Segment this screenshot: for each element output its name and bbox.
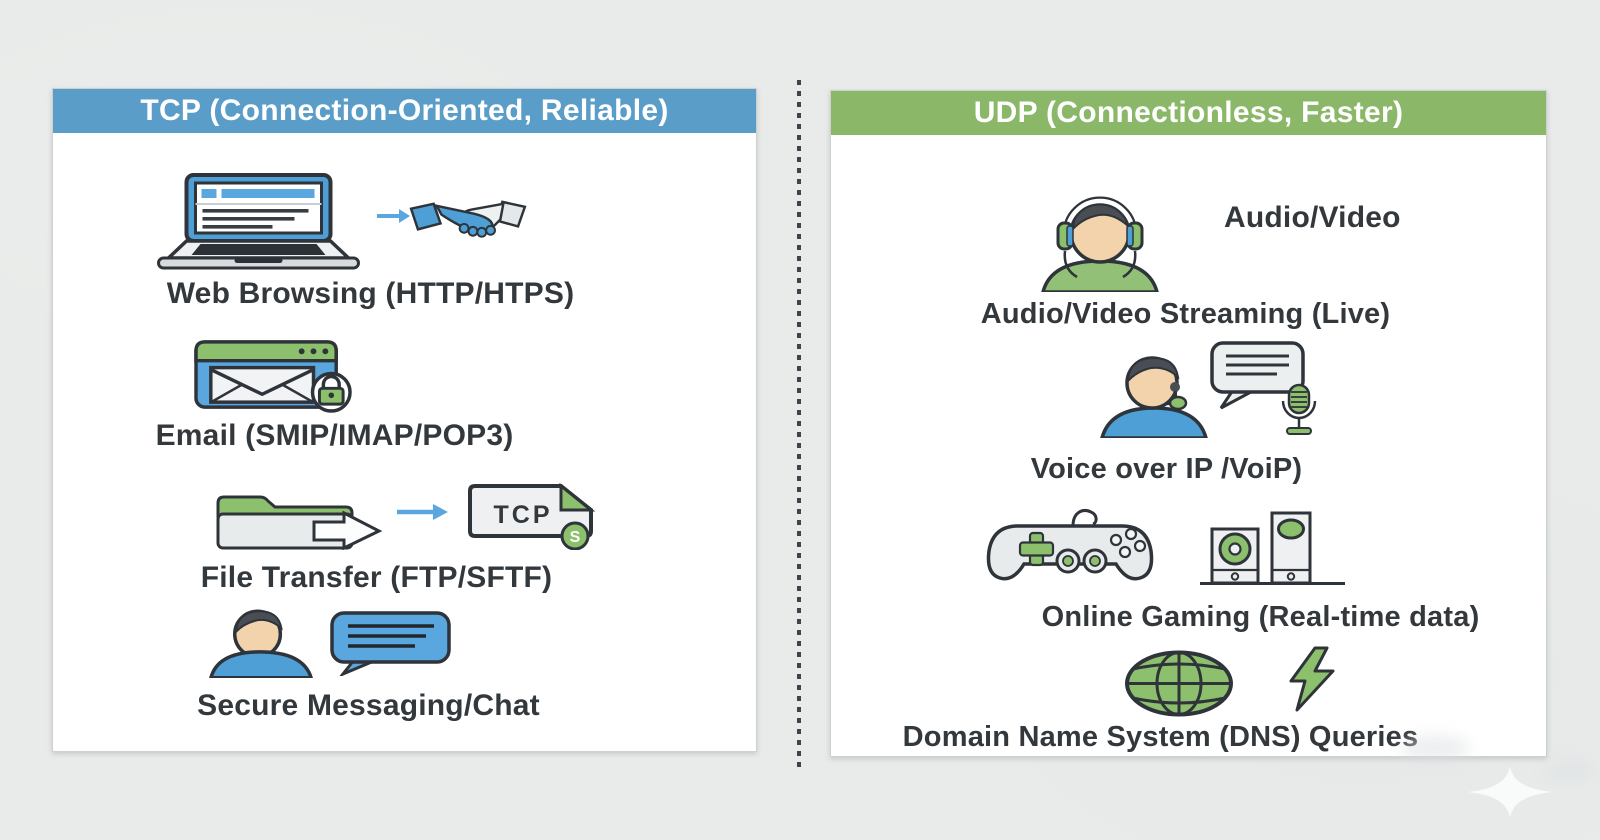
tcp-panel: TCP (Connection-Oriented, Reliable)	[52, 88, 757, 752]
tcp-file-icon: TCP S	[468, 482, 596, 550]
chat-bubble-icon	[330, 611, 451, 676]
udp-row-label-gaming: Online Gaming (Real-time data)	[1041, 601, 1480, 633]
tcp-file-label: TCP	[494, 501, 553, 529]
lightning-bolt-icon	[1289, 646, 1335, 712]
sparkle-icon	[1468, 766, 1552, 818]
speakers-icon	[1200, 511, 1345, 585]
headset-person-icon	[1100, 356, 1208, 438]
udp-row-label-voip: Voice over IP /VoiP)	[1030, 453, 1303, 485]
udp-row-label-dns: Domain Name System (DNS) Queries	[902, 721, 1419, 753]
arrow-right-icon	[377, 209, 410, 223]
audio-video-note: Audio/Video	[1224, 201, 1401, 234]
laptop-browser-icon	[157, 173, 360, 270]
folder-export-icon	[216, 495, 383, 550]
tcp-row-label-email: Email (SMIP/IMAP/POP3)	[155, 419, 514, 452]
udp-panel-title: UDP (Connectionless, Faster)	[973, 96, 1404, 129]
arrow-right-icon	[397, 504, 448, 520]
tcp-row-label-secure-messaging: Secure Messaging/Chat	[197, 689, 540, 722]
gamepad-icon	[986, 509, 1154, 581]
tcp-row-label-file-transfer: File Transfer (FTP/SFTF)	[200, 561, 553, 594]
secure-badge: S	[570, 529, 581, 546]
dashed-divider	[797, 80, 801, 770]
headphones-person-icon	[1041, 196, 1159, 292]
udp-panel: UDP (Connectionless, Faster) Audio/Video…	[830, 90, 1547, 757]
udp-panel-header: UDP (Connectionless, Faster)	[831, 91, 1546, 135]
chat-bubble-icon	[1210, 341, 1305, 410]
globe-icon	[1125, 650, 1233, 717]
texture-blob	[1400, 735, 1470, 761]
handshake-icon	[409, 200, 527, 238]
tcp-row-label-web-browsing: Web Browsing (HTTP/HTPS)	[166, 277, 575, 310]
tcp-panel-header: TCP (Connection-Oriented, Reliable)	[53, 89, 756, 133]
microphone-icon	[1281, 383, 1317, 435]
secure-email-icon	[194, 340, 352, 413]
udp-row-label-streaming: Audio/Video Streaming (Live)	[980, 298, 1391, 330]
person-icon	[209, 609, 314, 678]
texture-blob	[1545, 760, 1595, 782]
tcp-panel-title: TCP (Connection-Oriented, Reliable)	[140, 94, 669, 127]
